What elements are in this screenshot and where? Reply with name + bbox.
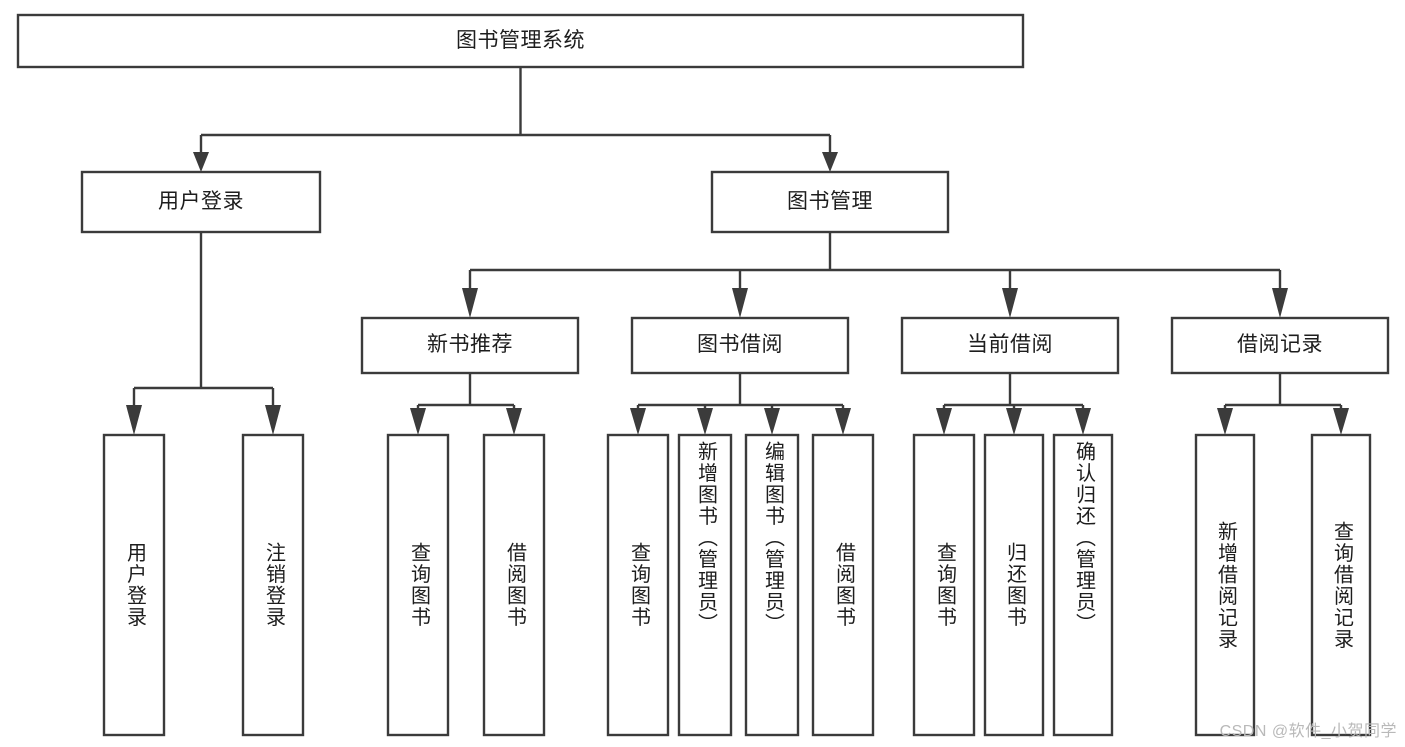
node-box-leaf-query-book-borrow[interactable] <box>606 433 670 737</box>
node-box-leaf-return-book[interactable] <box>983 433 1045 737</box>
arrow-bm-to-current-borrow <box>1002 288 1018 318</box>
arrow-bb-to-edit-book <box>764 408 780 435</box>
arrow-bb-to-borrow-book <box>835 408 851 435</box>
arrow-br-to-add-record <box>1217 408 1233 435</box>
connector-borrow-records-bus <box>1223 373 1343 415</box>
connector-book-management-bus <box>468 232 1282 295</box>
connector-book-borrow-bus <box>636 373 845 415</box>
node-box-leaf-user-login[interactable] <box>102 433 166 737</box>
node-box-borrow-records[interactable] <box>1170 316 1390 375</box>
arrow-bm-to-book-borrow <box>732 288 748 318</box>
node-box-leaf-user-logout[interactable] <box>241 433 305 737</box>
node-box-leaf-query-book-recommend[interactable] <box>386 433 450 737</box>
arrow-bm-to-borrow-records <box>1272 288 1288 318</box>
arrow-user-login-to-leaf-1 <box>126 405 142 435</box>
node-box-leaf-confirm-return-admin[interactable] <box>1052 433 1114 737</box>
node-box-book-management[interactable] <box>710 170 950 234</box>
arrow-nbr-to-borrow-book <box>506 408 522 435</box>
box-layer <box>16 13 1390 737</box>
arrow-cb-to-query-book <box>936 408 952 435</box>
arrow-bb-to-add-book <box>697 408 713 435</box>
arrow-root-to-user-login <box>193 152 209 172</box>
connector-new-book-recommend-bus <box>416 373 516 415</box>
arrow-cb-to-confirm-return <box>1075 408 1091 435</box>
node-box-leaf-query-borrow-record[interactable] <box>1310 433 1372 737</box>
node-box-leaf-query-book-current[interactable] <box>912 433 976 737</box>
arrow-br-to-query-record <box>1333 408 1349 435</box>
node-box-current-borrow[interactable] <box>900 316 1120 375</box>
arrow-bb-to-query-book <box>630 408 646 435</box>
arrow-nbr-to-query-book <box>410 408 426 435</box>
connector-layer <box>126 67 1349 435</box>
connector-user-login-bus <box>132 232 275 412</box>
node-box-user-login[interactable] <box>80 170 322 234</box>
node-box-leaf-add-book-admin[interactable] <box>677 433 733 737</box>
node-box-root[interactable] <box>16 13 1025 69</box>
arrow-root-to-book-management <box>822 152 838 172</box>
node-box-leaf-add-borrow-record[interactable] <box>1194 433 1256 737</box>
arrow-cb-to-return-book <box>1006 408 1022 435</box>
arrow-bm-to-new-book-recommend <box>462 288 478 318</box>
node-box-leaf-edit-book-admin[interactable] <box>744 433 800 737</box>
connector-root-bus <box>199 67 832 160</box>
arrow-user-login-to-leaf-2 <box>265 405 281 435</box>
node-box-leaf-borrow-book-recommend[interactable] <box>482 433 546 737</box>
node-box-leaf-borrow-book[interactable] <box>811 433 875 737</box>
node-box-new-book-recommend[interactable] <box>360 316 580 375</box>
node-box-book-borrow[interactable] <box>630 316 850 375</box>
